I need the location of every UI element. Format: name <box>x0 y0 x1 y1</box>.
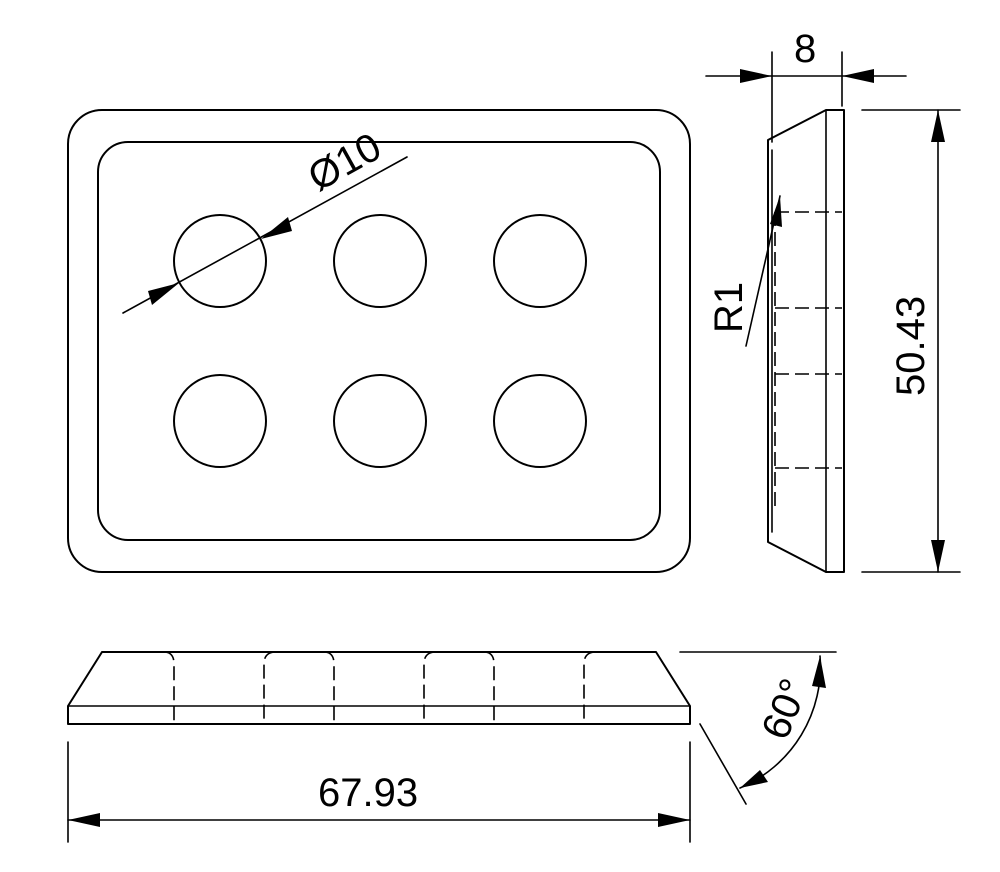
thickness-label: 8 <box>794 27 816 71</box>
width-dimension: 67.93 <box>67 741 691 843</box>
height-arrow-bottom <box>931 540 945 572</box>
top-view-outer-outline <box>67 109 691 573</box>
thickness-arrow-right <box>842 69 874 83</box>
hole-r2c1 <box>173 374 267 468</box>
width-label: 67.93 <box>318 771 418 815</box>
height-dimension: 50.43 <box>861 109 961 573</box>
diameter-dimension: Ø10 <box>122 125 408 314</box>
front-hidden-slot-3 <box>323 651 335 724</box>
height-arrow-top <box>931 110 945 142</box>
front-view: 67.93 60° <box>67 651 837 843</box>
top-view: Ø10 <box>67 109 691 573</box>
angle-reference-slope <box>699 723 747 805</box>
radius-dimension: R1 <box>707 195 782 347</box>
angle-arrow-top <box>812 656 826 688</box>
radius-label: R1 <box>707 282 751 333</box>
side-view: 8 R1 50.43 <box>705 27 961 573</box>
front-hidden-slot-6 <box>583 651 597 724</box>
thickness-arrow-left <box>740 69 772 83</box>
radius-arrow <box>770 196 782 227</box>
diameter-label: Ø10 <box>301 125 388 200</box>
width-arrow-left <box>68 813 100 827</box>
hole-r2c3 <box>493 374 587 468</box>
front-hidden-slot-5 <box>483 651 495 724</box>
thickness-dimension: 8 <box>705 27 907 143</box>
hole-r2c2 <box>333 374 427 468</box>
hole-r1c2 <box>333 214 427 308</box>
height-label: 50.43 <box>889 296 933 396</box>
diameter-arrow-lower <box>148 283 179 305</box>
front-hidden-slot-4 <box>423 651 437 724</box>
front-hidden-slot-1 <box>163 651 175 724</box>
width-arrow-right <box>658 813 690 827</box>
angle-dimension: 60° <box>679 651 837 805</box>
angle-arrow-bottom <box>740 770 768 788</box>
front-hidden-slot-2 <box>263 651 277 724</box>
top-view-inner-recess <box>97 141 661 541</box>
side-view-outline <box>767 109 845 573</box>
hole-grid <box>173 214 587 468</box>
hole-r1c1 <box>173 214 267 308</box>
angle-label: 60° <box>754 673 817 746</box>
diameter-arrow-upper <box>261 217 292 239</box>
hole-r1c3 <box>493 214 587 308</box>
front-view-outline <box>67 651 691 725</box>
front-hidden-lines <box>163 651 597 724</box>
